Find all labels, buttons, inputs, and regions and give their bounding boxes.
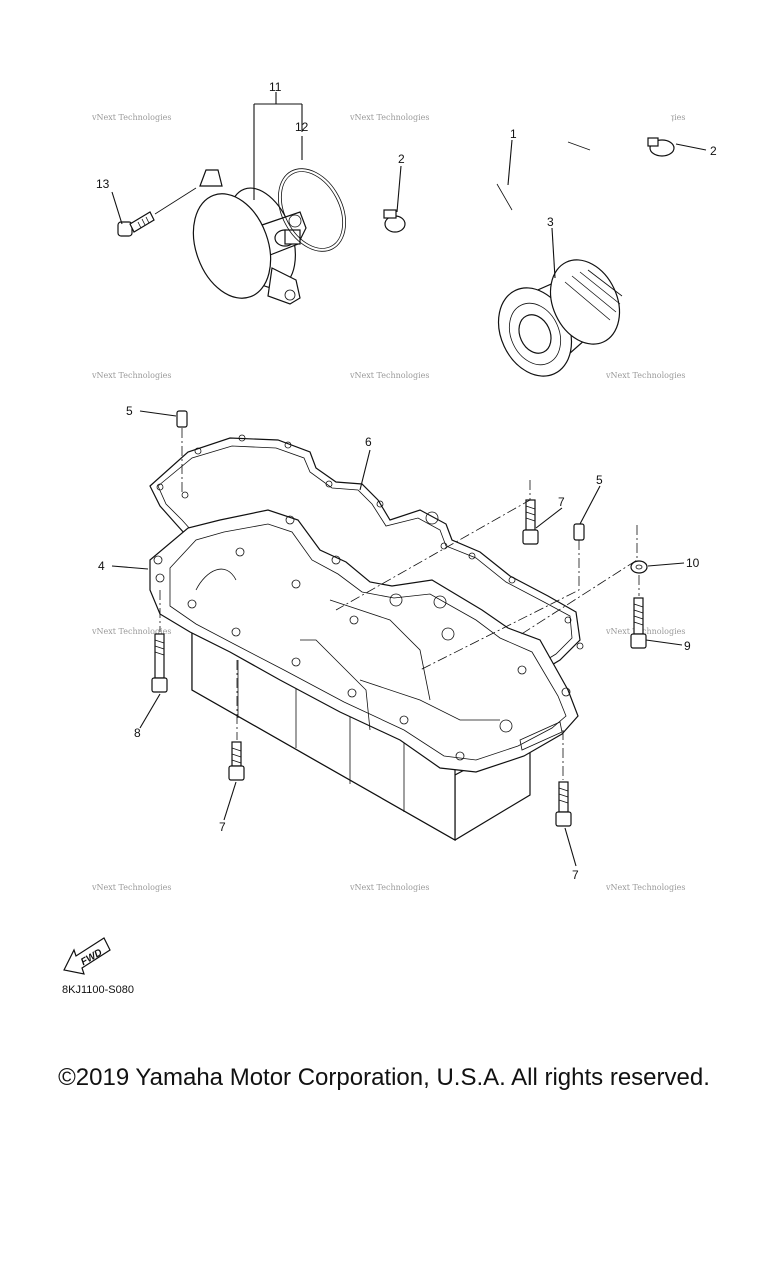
- callout-5: 5: [126, 404, 133, 418]
- diagram-code: 8KJ1100-S080: [62, 984, 134, 996]
- watermark: vNext Technologies: [91, 113, 171, 122]
- watermark: vNext Technologies: [605, 883, 685, 892]
- oil-filter[interactable]: [485, 249, 633, 388]
- hose-clamp-right[interactable]: [647, 137, 675, 157]
- drain-bolt-9[interactable]: [630, 597, 647, 649]
- callout-6: 6: [365, 435, 372, 449]
- callout-8: 8: [134, 726, 141, 740]
- leader-lines: [111, 92, 707, 867]
- callout-7: 7: [219, 820, 226, 834]
- callout-2: 2: [398, 152, 405, 166]
- bolt-8[interactable]: [151, 633, 168, 693]
- callout-numbers: 11 12 1 2 2 3 13 5 6 5 7 4 10 9 8 7 7: [96, 80, 717, 882]
- hose-clamp-left[interactable]: [383, 209, 406, 233]
- dowel-pin-right[interactable]: [573, 523, 585, 541]
- callout-7: 7: [558, 495, 565, 509]
- callout-7: 7: [572, 868, 579, 882]
- callout-1: 1: [510, 127, 517, 141]
- watermark: vNext Technologies: [91, 627, 171, 636]
- callout-4: 4: [98, 559, 105, 573]
- oil-pan[interactable]: [149, 509, 579, 842]
- oil-cooler-assembly[interactable]: [180, 169, 308, 309]
- callout-5: 5: [596, 473, 603, 487]
- parts-diagram: vNext Technologies vNext Technologies vN…: [62, 65, 717, 996]
- callout-10: 10: [686, 556, 700, 570]
- o-ring[interactable]: [265, 157, 359, 263]
- watermark: vNext Technologies: [349, 371, 429, 380]
- callout-13: 13: [96, 177, 110, 191]
- watermark: vNext Technologies: [349, 883, 429, 892]
- watermark: vNext Technologies: [91, 883, 171, 892]
- bolt-7-bottom-right[interactable]: [555, 781, 572, 827]
- watermark: vNext Technologies: [605, 627, 685, 636]
- dowel-pin-left[interactable]: [176, 410, 188, 428]
- callout-12: 12: [295, 120, 309, 134]
- watermark: vNext Technologies: [605, 371, 685, 380]
- bolt-7-top[interactable]: [522, 499, 539, 545]
- alignment-lines: [159, 428, 640, 780]
- gasket-washer-10[interactable]: [630, 560, 648, 574]
- callout-3: 3: [547, 215, 554, 229]
- watermark: vNext Technologies: [349, 113, 429, 122]
- watermark: vNext Technologies: [91, 371, 171, 380]
- callout-9: 9: [684, 639, 691, 653]
- cooler-bolt[interactable]: [117, 187, 197, 237]
- copyright-notice: ©2019 Yamaha Motor Corporation, U.S.A. A…: [58, 1064, 710, 1091]
- fwd-label: FWD: [79, 947, 104, 968]
- callout-2: 2: [710, 144, 717, 158]
- callout-11: 11: [269, 80, 282, 94]
- oil-hose[interactable]: [413, 65, 675, 221]
- forward-direction-arrow: FWD: [63, 937, 111, 975]
- bolt-7-bottom-left[interactable]: [228, 741, 245, 781]
